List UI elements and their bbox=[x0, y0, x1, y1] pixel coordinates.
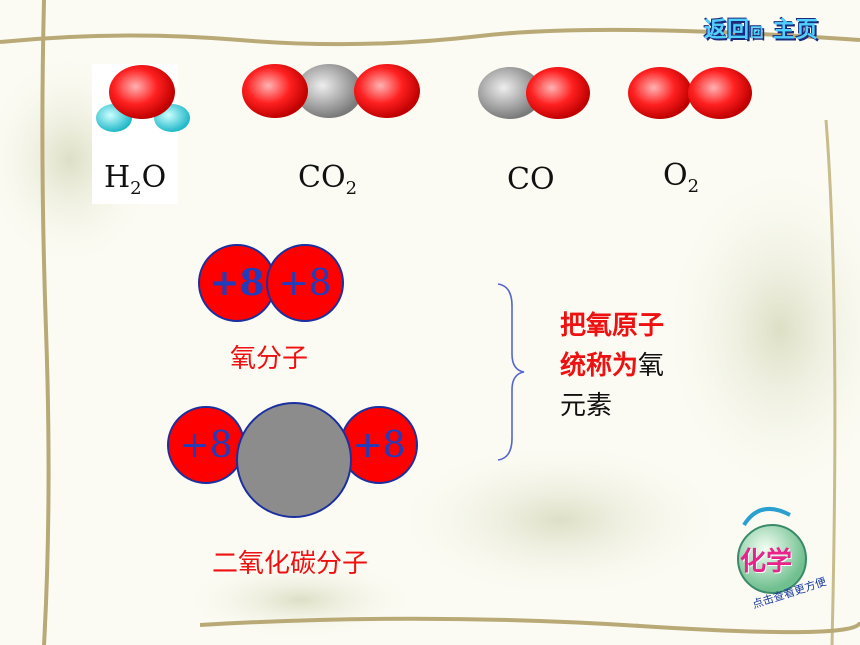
conclusion-line2-red: 统称为 bbox=[560, 351, 639, 381]
oxygen-molecule-caption: 氧分子 bbox=[230, 344, 309, 374]
h2o-model bbox=[96, 65, 190, 132]
charge-label: +8 bbox=[278, 262, 332, 304]
oxygen-atom-left: +8 bbox=[198, 244, 276, 322]
conclusion-line2-black: 氧 bbox=[638, 351, 665, 381]
charge-label: +8 bbox=[209, 262, 265, 304]
formula-co2: CO2 bbox=[298, 160, 358, 199]
molecule-models bbox=[96, 64, 752, 132]
formula-o2: O2 bbox=[663, 158, 700, 197]
co2-model bbox=[242, 64, 420, 118]
oxygen-atom-right: +8 bbox=[266, 244, 344, 322]
brace-icon bbox=[497, 283, 525, 461]
carbon-atom bbox=[296, 64, 362, 118]
home-nav[interactable]: 返回回 主页 bbox=[704, 12, 819, 44]
co2-molecule-caption: 二氧化碳分子 bbox=[212, 549, 369, 579]
badge-title: 化学 bbox=[740, 547, 793, 577]
back-button-label[interactable]: 返回 bbox=[704, 18, 751, 43]
conclusion-line1: 把氧原子 bbox=[560, 311, 665, 341]
conclusion-line3: 元素 bbox=[560, 391, 613, 421]
o2-model bbox=[628, 67, 752, 119]
co2-oxygen-left: +8 bbox=[167, 406, 245, 484]
carbon-atom bbox=[478, 67, 542, 119]
charge-label: +8 bbox=[179, 424, 233, 466]
charge-label: +8 bbox=[352, 424, 406, 466]
formula-h2o: H2O bbox=[104, 160, 167, 199]
badge-globe-icon bbox=[737, 506, 807, 594]
co2-carbon-atom bbox=[236, 402, 352, 518]
home-button-label[interactable]: 主页 bbox=[772, 18, 819, 43]
conclusion-text: 把氧原子 统称为氧 元素 bbox=[560, 306, 664, 426]
co-model bbox=[478, 67, 590, 119]
chemistry-badge[interactable]: 化学 点击查看更方便 bbox=[720, 505, 830, 625]
oxygen-atom bbox=[628, 67, 692, 119]
oxygen-atom bbox=[109, 65, 175, 119]
oxygen-atom bbox=[526, 67, 590, 119]
co2-oxygen-right: +8 bbox=[340, 406, 418, 484]
back-button-small: 回 bbox=[750, 26, 765, 41]
oxygen-atom bbox=[688, 67, 752, 119]
oxygen-atom bbox=[242, 64, 308, 118]
formula-co: CO bbox=[507, 162, 555, 197]
oxygen-atom bbox=[354, 64, 420, 118]
